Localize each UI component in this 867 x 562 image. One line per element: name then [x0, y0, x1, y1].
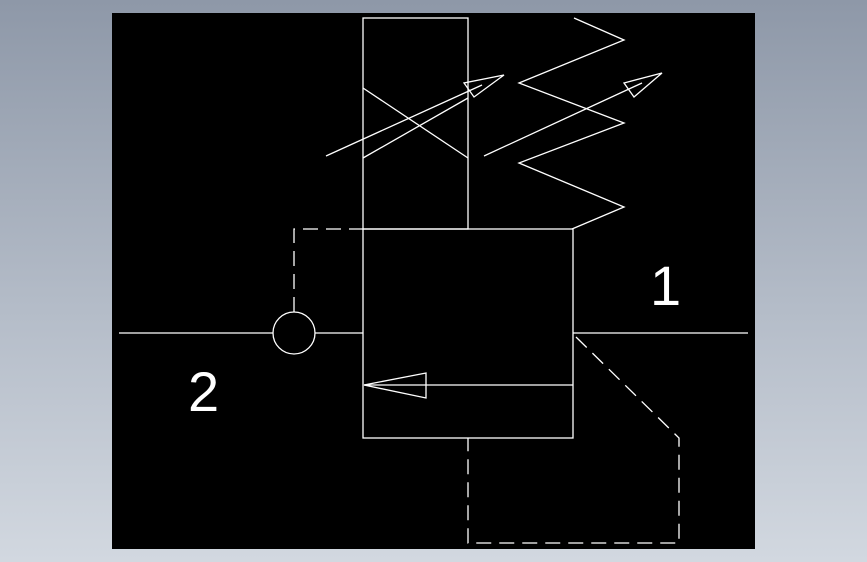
adjust-arrow-left-shaft [325, 84, 483, 157]
pilot-line-left [293, 228, 363, 312]
valve-body [362, 228, 574, 439]
adjuster-cross-line-b [362, 97, 469, 159]
adjust-arrow-right-shaft [483, 82, 643, 157]
valve-symbol-diagram: 1 2 [119, 17, 748, 544]
cad-viewport[interactable]: 1 2 [112, 13, 755, 549]
adjuster-cross-line-a [362, 87, 469, 159]
pressure-gauge-point [272, 311, 316, 355]
adjust-arrow-left-head [462, 74, 505, 98]
port-2-label: 2 [188, 360, 219, 423]
flow-arrow-head [363, 372, 427, 399]
spring-zigzag [517, 17, 626, 230]
adjust-arrow-right-head [622, 72, 663, 98]
port-1-label: 1 [650, 254, 681, 317]
pilot-line-right [467, 336, 680, 544]
